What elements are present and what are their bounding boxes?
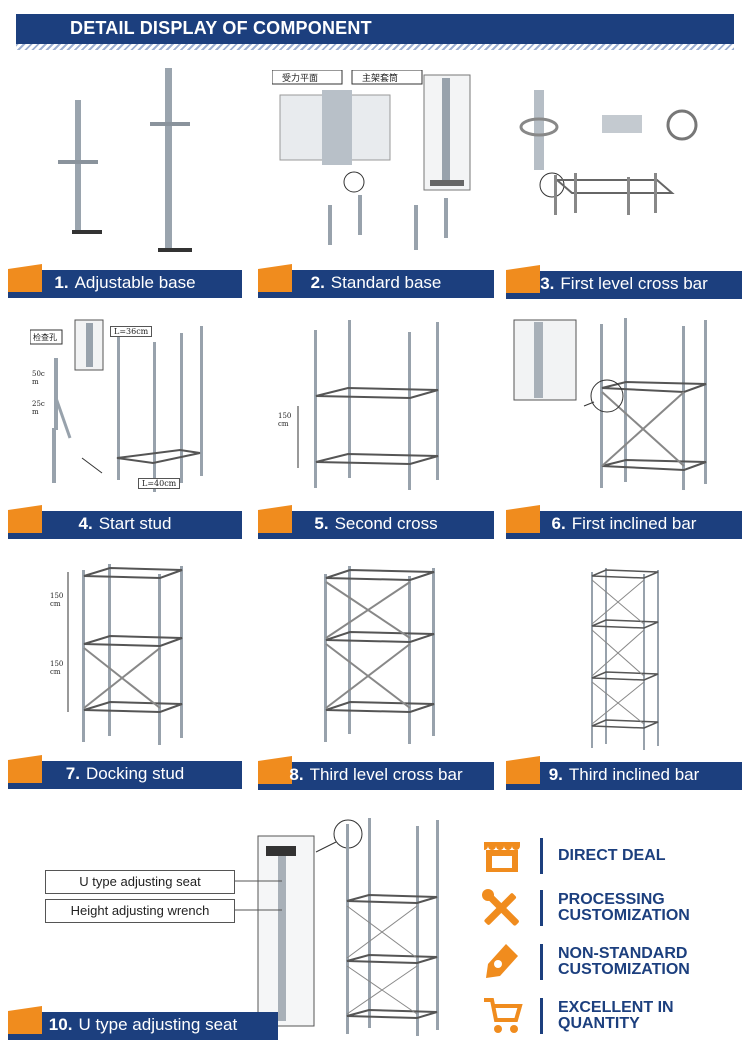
panel-standard-base: 受力平面 主架套筒	[272, 70, 482, 260]
panel-u-type-adjusting-seat	[256, 816, 461, 1042]
second-cross-dim: 150 cm	[278, 412, 292, 428]
step-3-label: 3. First level cross bar	[506, 265, 742, 299]
pen-icon	[486, 944, 518, 978]
step-1-text: Adjustable base	[74, 273, 196, 292]
cart-icon	[484, 998, 523, 1033]
panel-adjustable-base	[30, 60, 240, 260]
feature-direct-deal-text: DIRECT DEAL	[558, 847, 666, 864]
feature-excellent-in-quantity-text: EXCELLENT IN QUANTITY	[558, 999, 674, 1032]
page-title: DETAIL DISPLAY OF COMPONENT	[70, 18, 372, 38]
third-level-cross-bar-illustration	[324, 566, 435, 744]
step-10-number: 10.	[48, 1015, 73, 1034]
adjustable-base-illustration	[58, 68, 192, 252]
step-10-text: U type adjusting seat	[78, 1015, 238, 1034]
feature-non-standard-customization: NON-STANDARD CUSTOMIZATION	[480, 942, 740, 982]
panel-third-inclined-bar	[585, 566, 665, 750]
start-stud-illustration	[30, 319, 203, 492]
second-cross-illustration	[297, 320, 439, 490]
step-5-text: Second cross	[334, 514, 438, 533]
step-8-number: 8.	[289, 765, 304, 784]
panel-first-level-cross-bar	[512, 85, 732, 260]
step-5-number: 5.	[314, 514, 329, 533]
docking-stud-illustration	[67, 564, 183, 745]
third-inclined-bar-illustration	[591, 568, 659, 750]
header-stripes	[16, 44, 734, 50]
step-4-text: Start stud	[98, 514, 172, 533]
tools-icon	[482, 889, 519, 926]
start-stud-length-2: L=40cm	[138, 478, 181, 489]
feature-non-standard-customization-text: NON-STANDARD CUSTOMIZATION	[558, 945, 690, 978]
callout-wrench: Height adjusting wrench	[45, 899, 235, 923]
start-stud-hole-label: 检查孔	[33, 333, 57, 342]
callout-u-seat-text: U type adjusting seat	[79, 874, 201, 889]
step-3-text: First level cross bar	[560, 274, 708, 293]
step-2-number: 2.	[310, 273, 325, 292]
step-9-text: Third inclined bar	[568, 765, 700, 784]
standard-base-label-1: 受力平面	[282, 74, 319, 84]
step-4-label: 4. Start stud	[8, 505, 242, 539]
standard-base-label-2: 主架套筒	[362, 74, 399, 84]
feature-processing-customization-text: PROCESSING CUSTOMIZATION	[558, 891, 690, 924]
step-7-label: 7. Docking stud	[8, 755, 242, 789]
step-9-number: 9.	[548, 765, 563, 784]
step-8-label: 8. Third level cross bar	[258, 756, 494, 790]
step-4-number: 4.	[78, 514, 93, 533]
step-3-number: 3.	[540, 274, 555, 293]
callout-leader-lines	[234, 880, 282, 911]
step-2-text: Standard base	[330, 273, 442, 292]
step-1-number: 1.	[54, 273, 69, 292]
step-1-label: 1. Adjustable base	[8, 264, 242, 298]
step-7-text: Docking stud	[85, 764, 185, 783]
start-stud-dim-1: 50c m	[32, 370, 45, 386]
step-5-label: 5. Second cross	[258, 505, 494, 539]
feature-processing-customization: PROCESSING CUSTOMIZATION	[480, 888, 740, 928]
callout-u-seat: U type adjusting seat	[45, 870, 235, 894]
u-type-adjusting-seat-illustration	[257, 818, 439, 1036]
feature-excellent-in-quantity: EXCELLENT IN QUANTITY	[480, 996, 740, 1036]
first-level-cross-bar-illustration	[519, 90, 698, 215]
start-stud-dim-2: 25c m	[32, 400, 45, 416]
panel-docking-stud: 150 cm 150 cm	[48, 560, 208, 745]
step-2-label: 2. Standard base	[258, 264, 494, 298]
panel-second-cross: 150 cm	[276, 318, 466, 498]
step-10-label: 10. U type adjusting seat	[8, 1006, 278, 1040]
panel-third-level-cross-bar	[312, 560, 452, 745]
feature-direct-deal: DIRECT DEAL	[480, 836, 740, 876]
docking-stud-dim-2: 150 cm	[50, 660, 64, 676]
step-9-label: 9. Third inclined bar	[506, 756, 742, 790]
step-7-number: 7.	[65, 764, 80, 783]
header-bar: DETAIL DISPLAY OF COMPONENT	[16, 14, 734, 44]
docking-stud-dim-1: 150 cm	[50, 592, 64, 608]
callout-wrench-text: Height adjusting wrench	[70, 903, 210, 918]
panel-start-stud: 检查孔 L=36cm L=40cm 50c m 25c m	[30, 318, 240, 498]
step-8-text: Third level cross bar	[309, 765, 463, 784]
step-6-number: 6.	[551, 514, 566, 533]
start-stud-length-1: L=36cm	[110, 326, 153, 337]
step-6-text: First inclined bar	[571, 514, 697, 533]
first-inclined-bar-illustration	[513, 318, 707, 490]
step-6-label: 6. First inclined bar	[506, 505, 742, 539]
standard-base-illustration	[272, 70, 471, 250]
panel-first-inclined-bar	[512, 318, 732, 498]
shop-icon	[484, 842, 520, 872]
